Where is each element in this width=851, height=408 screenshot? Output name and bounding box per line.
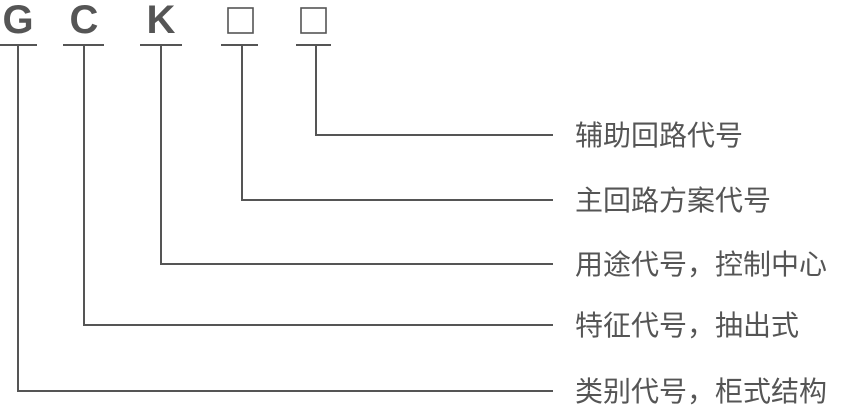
code-letter-c: C	[70, 0, 99, 42]
label-auxiliary-circuit: 辅助回路代号	[575, 119, 743, 152]
leader-feature	[83, 45, 553, 326]
placeholder-box-2	[300, 7, 327, 34]
label-main-circuit: 主回路方案代号	[575, 184, 771, 217]
label-category: 类别代号，柜式结构	[575, 375, 827, 408]
leader-category	[17, 45, 553, 392]
leader-usage	[160, 45, 553, 265]
leader-auxiliary-circuit	[315, 45, 553, 136]
label-feature: 特征代号，抽出式	[575, 309, 799, 342]
code-letter-g: G	[2, 0, 33, 42]
placeholder-box-1	[227, 7, 254, 34]
leader-main-circuit	[241, 45, 553, 201]
label-usage: 用途代号，控制中心	[575, 248, 827, 281]
code-letter-k: K	[147, 0, 176, 42]
